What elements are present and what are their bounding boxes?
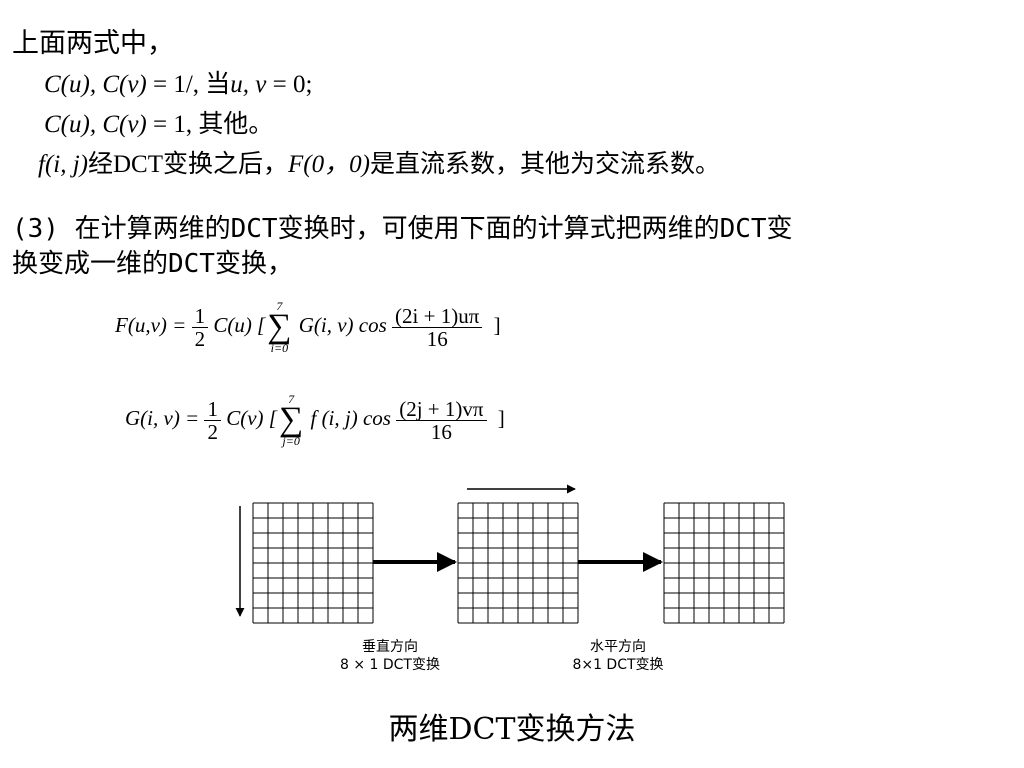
label-horizontal-dct: 水平方向 8×1 DCT变换 bbox=[548, 638, 688, 674]
eq2-half-den: 2 bbox=[207, 419, 218, 444]
eq1-term: G(i, v) cos bbox=[298, 312, 387, 337]
intro-line: 上面两式中， bbox=[12, 28, 174, 59]
condition-line-2: C(u), C(v) = 1, 其他。 bbox=[44, 108, 273, 142]
label-vertical-line-1: 垂直方向 bbox=[362, 639, 418, 655]
dc-t1: 经DCT变换之后， bbox=[88, 151, 289, 178]
grid-input bbox=[252, 502, 374, 624]
eq1-sum-top: 7 bbox=[276, 299, 283, 313]
eq2-frac-den: 16 bbox=[430, 419, 452, 444]
paragraph-3-line-1: (3) 在计算两维的DCT变换时，可使用下面的计算式把两维的DCT变 bbox=[12, 214, 793, 244]
eq2-half-num: 1 bbox=[204, 398, 221, 421]
eq2-sum: 7∑j=0 bbox=[278, 392, 304, 448]
condition-line-1: C(u), C(v) = 1/, 当u, v = 0; bbox=[44, 68, 312, 102]
eq2-lhs: G(i, v) = bbox=[125, 405, 205, 430]
label-horizontal-line-1: 水平方向 bbox=[590, 639, 646, 655]
eq1-frac-num: (2i + 1)uπ bbox=[392, 305, 483, 328]
cond1-rhs: = 0; bbox=[266, 71, 313, 98]
eq2-coef: C(v) [ bbox=[226, 405, 277, 430]
eq2-frac-num: (2j + 1)vπ bbox=[396, 398, 487, 421]
eq2-sum-bottom: j=0 bbox=[282, 434, 300, 448]
label-vertical-line-2: 8 × 1 DCT变换 bbox=[339, 657, 440, 673]
eq2-sum-top: 7 bbox=[288, 392, 295, 406]
label-vertical-dct: 垂直方向 8 × 1 DCT变换 bbox=[320, 638, 460, 674]
cond1-lhs: C(u), C(v) bbox=[44, 71, 147, 98]
eq1-sum-bottom: i=0 bbox=[270, 341, 289, 355]
dc-coefficient-line: f(i, j)经DCT变换之后，F(0，0)是直流系数，其他为交流系数。 bbox=[38, 148, 720, 182]
cond2-rhs: = 1, 其他。 bbox=[146, 111, 274, 138]
label-horizontal-line-2: 8×1 DCT变换 bbox=[572, 657, 664, 673]
eq1-coef: C(u) [ bbox=[213, 312, 266, 337]
eq1-sum: 7∑i=0 bbox=[267, 299, 292, 355]
cond1-op: = 1/, 当 bbox=[146, 71, 231, 98]
eq2-close: ] bbox=[497, 405, 505, 430]
eq1-frac-den: 16 bbox=[426, 326, 448, 351]
dc-F: F(0，0) bbox=[288, 151, 370, 178]
dc-t2: 是直流系数，其他为交流系数。 bbox=[369, 151, 720, 178]
grid-output bbox=[663, 502, 785, 624]
paragraph-3-line-2: 换变成一维的DCT变换， bbox=[12, 249, 293, 279]
grid-intermediate bbox=[457, 502, 579, 624]
eq1-half-den: 2 bbox=[194, 326, 206, 351]
dc-f: f(i, j) bbox=[38, 151, 88, 178]
cond2-lhs: C(u), C(v) bbox=[44, 111, 147, 138]
cond1-var: u, v bbox=[230, 71, 267, 98]
eq2-term: f (i, j) cos bbox=[310, 405, 391, 430]
eq1-half-num: 1 bbox=[191, 305, 209, 328]
eq1-lhs: F(u,v) = bbox=[115, 312, 192, 337]
figure-caption: 两维DCT变换方法 bbox=[388, 712, 636, 747]
eq1-close: ] bbox=[493, 312, 501, 337]
